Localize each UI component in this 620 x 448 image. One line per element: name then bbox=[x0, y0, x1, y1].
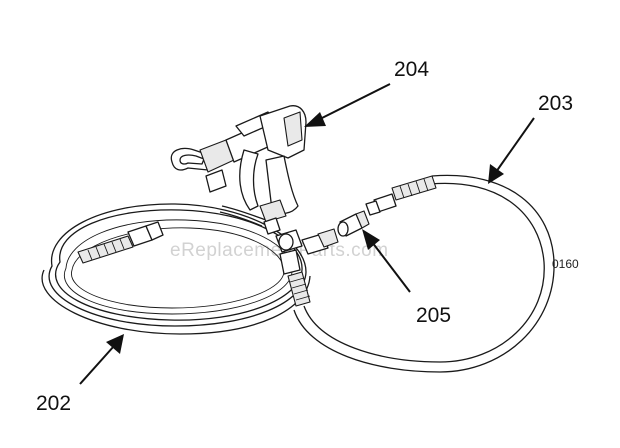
watermark-text: eReplacementParts.com bbox=[170, 240, 389, 261]
short-hose-upper-fitting bbox=[365, 175, 437, 216]
callout-short-hose: 203 bbox=[538, 92, 573, 115]
callout-swivel-fitting: 205 bbox=[416, 304, 451, 327]
tee-fitting bbox=[275, 228, 339, 307]
swivel-fitting bbox=[337, 210, 370, 237]
callout-long-hose: 202 bbox=[36, 392, 71, 415]
leader-202 bbox=[79, 334, 124, 385]
short-hose bbox=[293, 174, 555, 373]
leader-205 bbox=[362, 229, 411, 293]
reference-code: 0160 bbox=[552, 257, 579, 271]
leader-203 bbox=[488, 117, 535, 184]
leader-204 bbox=[304, 83, 391, 127]
callout-spray-gun: 204 bbox=[394, 58, 429, 81]
long-hose-end-fitting bbox=[77, 221, 164, 264]
spray-gun bbox=[170, 105, 307, 235]
